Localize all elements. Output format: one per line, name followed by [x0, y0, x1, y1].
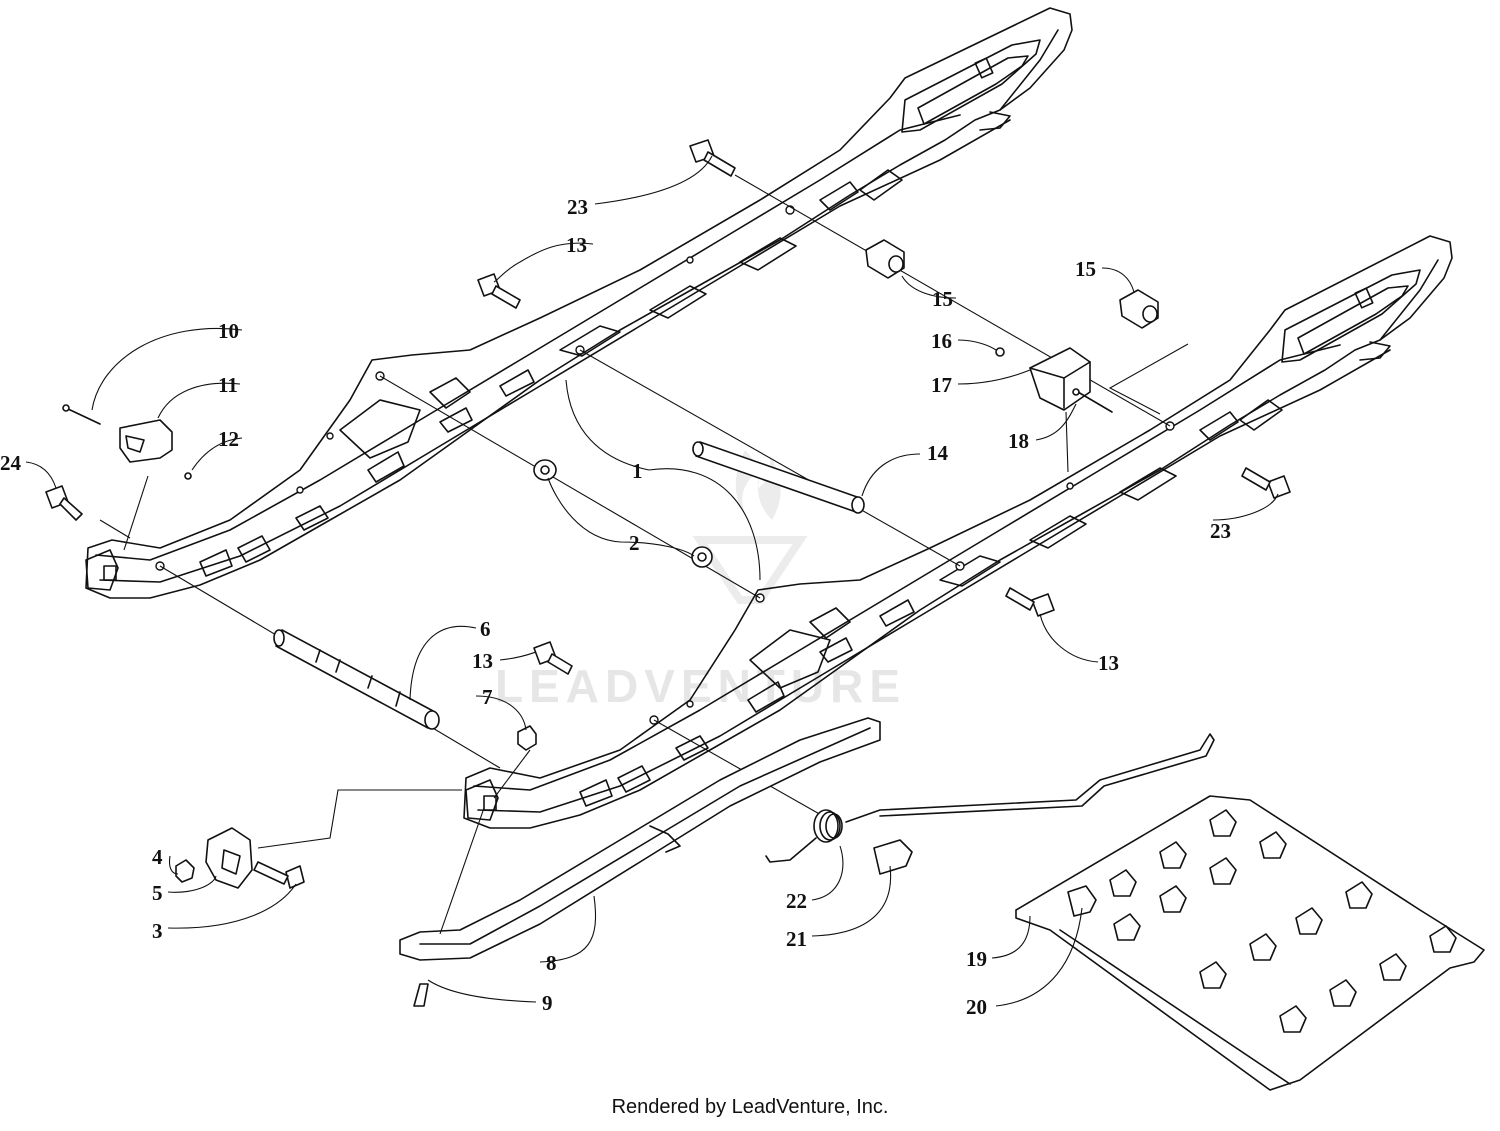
- callout-8: 8: [546, 951, 557, 975]
- callout-labels: 10 11 12 24 23 13 15 15 16 17 18 14 1 2 …: [0, 195, 1231, 1019]
- callout-3: 3: [152, 919, 163, 943]
- pin-10: [62, 404, 101, 425]
- right-rail-holes: [649, 421, 1175, 725]
- nut-7: [517, 725, 537, 751]
- callout-6: 6: [480, 617, 491, 641]
- callout-5: 5: [152, 881, 163, 905]
- callout-23-upper: 23: [567, 195, 588, 219]
- rail-hole: [326, 432, 334, 440]
- rail-hole: [1066, 482, 1074, 490]
- callout-13-right: 13: [1098, 651, 1119, 675]
- callout-22: 22: [786, 889, 807, 913]
- bushing-15-right: [1119, 289, 1159, 329]
- callout-14: 14: [927, 441, 949, 465]
- callout-9: 9: [542, 991, 553, 1015]
- assembly-axis-lines: [99, 174, 1189, 821]
- callout-2: 2: [629, 531, 640, 555]
- callout-13-upper: 13: [566, 233, 587, 257]
- left-rail-holes: [155, 205, 795, 571]
- callout-1: 1: [632, 459, 643, 483]
- bolt-13-lower: [533, 641, 573, 675]
- callout-19: 19: [966, 947, 987, 971]
- bolt-23-upper: [689, 139, 736, 177]
- callout-15-right: 15: [1075, 257, 1096, 281]
- rail-hole: [296, 486, 304, 494]
- nut-16: [995, 347, 1005, 357]
- bolt-3: [253, 861, 305, 889]
- callout-13-lower: 13: [472, 649, 493, 673]
- footer-credit: Rendered by LeadVenture, Inc.: [611, 1096, 889, 1118]
- screw-9: [413, 983, 429, 1007]
- callout-20: 20: [966, 995, 987, 1019]
- callout-23-right: 23: [1210, 519, 1231, 543]
- watermark-v-icon: [692, 536, 808, 604]
- callout-12: 12: [218, 427, 239, 451]
- screw-18: [1072, 388, 1113, 413]
- front-axle-6: [273, 629, 440, 730]
- callout-4: 4: [152, 845, 163, 869]
- callout-24: 24: [0, 451, 22, 475]
- rail-hole: [686, 256, 694, 264]
- end-cap-5: [205, 827, 253, 889]
- nut-4: [175, 859, 195, 883]
- wear-slide-8: [399, 717, 881, 961]
- callout-15-left: 15: [932, 287, 953, 311]
- callout-17: 17: [931, 373, 952, 397]
- bolt-23-right: [1241, 467, 1291, 499]
- callout-7: 7: [482, 685, 493, 709]
- clip-20: [1067, 885, 1097, 917]
- callout-21: 21: [786, 927, 807, 951]
- cap-21: [873, 839, 913, 875]
- slide-block-11: [119, 419, 173, 463]
- left-rail: [85, 7, 1073, 599]
- bolt-24: [45, 485, 83, 521]
- callout-16: 16: [931, 329, 952, 353]
- callout-11: 11: [218, 373, 238, 397]
- washer-2: [533, 459, 713, 568]
- bushing-15-left: [865, 239, 905, 279]
- nut-12: [184, 472, 192, 480]
- right-rail: [463, 235, 1453, 829]
- torsion-spring-22: [765, 733, 1215, 863]
- callout-18: 18: [1008, 429, 1029, 453]
- leader-lines: [25, 155, 1279, 1007]
- track-lugs: [1109, 809, 1457, 1033]
- track-19: [1015, 795, 1485, 1091]
- bolt-13-upper: [477, 273, 521, 309]
- rail-hole: [686, 700, 694, 708]
- bumper-17: [1029, 347, 1091, 411]
- callout-10: 10: [218, 319, 239, 343]
- shaft-14: [692, 441, 865, 514]
- bolt-13-right: [1005, 587, 1055, 617]
